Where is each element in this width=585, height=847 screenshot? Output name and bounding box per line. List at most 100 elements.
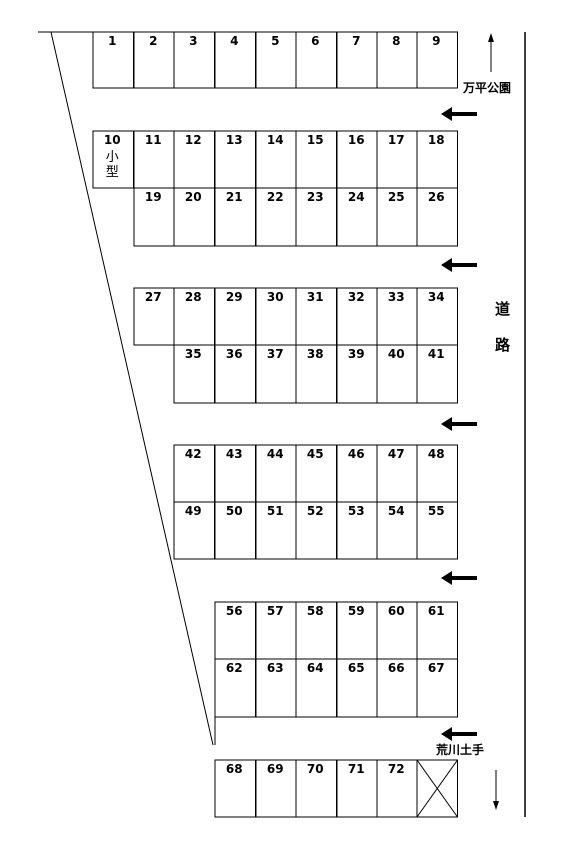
parking-space-22: 22 bbox=[255, 187, 297, 247]
parking-space-11: 11 bbox=[133, 130, 175, 189]
parking-space-box bbox=[173, 187, 215, 247]
parking-space-box bbox=[214, 501, 256, 560]
parking-space-9: 9 bbox=[416, 31, 458, 89]
parking-space-26: 26 bbox=[416, 187, 458, 247]
space-number: 31 bbox=[307, 290, 324, 304]
parking-space-box bbox=[336, 344, 378, 404]
space-number: 27 bbox=[145, 290, 162, 304]
parking-space-55: 55 bbox=[416, 501, 458, 560]
road-label-2: 路 bbox=[495, 336, 511, 354]
parking-space-box bbox=[376, 187, 418, 247]
space-number: 71 bbox=[348, 762, 365, 776]
space-number: 38 bbox=[307, 347, 324, 361]
parking-space-5: 5 bbox=[255, 31, 297, 89]
parking-space-57: 57 bbox=[255, 601, 297, 660]
space-number: 15 bbox=[307, 133, 324, 147]
space-number: 35 bbox=[185, 347, 202, 361]
parking-space-48: 48 bbox=[416, 444, 458, 503]
space-number: 53 bbox=[348, 504, 365, 518]
parking-space-box bbox=[92, 31, 134, 89]
left-arrow-icon bbox=[441, 417, 477, 431]
parking-space-71: 71 bbox=[336, 759, 378, 818]
space-number: 36 bbox=[226, 347, 243, 361]
space-number: 59 bbox=[348, 604, 365, 618]
parking-space-35: 35 bbox=[173, 344, 215, 404]
parking-space-box bbox=[255, 187, 297, 247]
space-number: 51 bbox=[267, 504, 284, 518]
space-number: 34 bbox=[428, 290, 445, 304]
road-label-1: 道 bbox=[495, 300, 510, 318]
up-arrow-icon-head bbox=[488, 33, 494, 42]
parking-space-box bbox=[295, 658, 337, 718]
parking-space-40: 40 bbox=[376, 344, 418, 404]
space-number: 55 bbox=[428, 504, 445, 518]
parking-space-44: 44 bbox=[255, 444, 297, 503]
space-number: 11 bbox=[145, 133, 162, 147]
parking-space-box bbox=[214, 444, 256, 503]
parking-space-65: 65 bbox=[336, 658, 378, 718]
space-number: 13 bbox=[226, 133, 243, 147]
parking-space-8: 8 bbox=[376, 31, 418, 89]
parking-space-14: 14 bbox=[255, 130, 297, 189]
parking-space-70: 70 bbox=[295, 759, 337, 818]
parking-space-56: 56 bbox=[214, 601, 256, 660]
parking-space-box bbox=[336, 31, 378, 89]
space-number: 37 bbox=[267, 347, 284, 361]
space-number: 47 bbox=[388, 447, 405, 461]
parking-space-box bbox=[416, 501, 458, 560]
parking-space-51: 51 bbox=[255, 501, 297, 560]
parking-space-33: 33 bbox=[376, 287, 418, 346]
parking-space-61: 61 bbox=[416, 601, 458, 660]
space-number: 58 bbox=[307, 604, 324, 618]
parking-space-box bbox=[255, 759, 297, 818]
parking-space-16: 16 bbox=[336, 130, 378, 189]
left-arrow-head bbox=[441, 107, 452, 121]
parking-space-66: 66 bbox=[376, 658, 418, 718]
space-number: 28 bbox=[185, 290, 202, 304]
space-number: 8 bbox=[392, 34, 400, 48]
space-number: 16 bbox=[348, 133, 365, 147]
parking-space-box bbox=[336, 601, 378, 660]
left-arrow-icon bbox=[441, 258, 477, 272]
left-arrow-icon bbox=[441, 107, 477, 121]
parking-space-box bbox=[416, 444, 458, 503]
down-arrow-icon-head bbox=[493, 801, 499, 810]
space-number: 19 bbox=[145, 190, 162, 204]
parking-space-7: 7 bbox=[336, 31, 378, 89]
parking-space-20: 20 bbox=[173, 187, 215, 247]
left-arrow-shaft bbox=[450, 576, 477, 580]
space-number: 63 bbox=[267, 661, 284, 675]
parking-space-box bbox=[416, 658, 458, 718]
parking-space-box bbox=[173, 501, 215, 560]
parking-space-63: 63 bbox=[255, 658, 297, 718]
parking-space-17: 17 bbox=[376, 130, 418, 189]
space-number: 20 bbox=[185, 190, 202, 204]
space-number: 43 bbox=[226, 447, 243, 461]
space-number: 56 bbox=[226, 604, 243, 618]
parking-space-2: 2 bbox=[133, 31, 175, 89]
parking-space-box bbox=[133, 287, 175, 346]
parking-space-box bbox=[214, 287, 256, 346]
parking-space-box bbox=[255, 344, 297, 404]
parking-space-12: 12 bbox=[173, 130, 215, 189]
parking-space-box bbox=[416, 601, 458, 660]
space-number: 6 bbox=[311, 34, 319, 48]
space-number: 60 bbox=[388, 604, 405, 618]
space-number: 3 bbox=[189, 34, 197, 48]
parking-space-21: 21 bbox=[214, 187, 256, 247]
parking-space-62: 62 bbox=[214, 658, 256, 718]
space-number: 1 bbox=[108, 34, 116, 48]
north-destination-label: 万平公園 bbox=[462, 81, 511, 95]
parking-space-box bbox=[295, 344, 337, 404]
small-car-note: 小 bbox=[106, 150, 119, 165]
parking-space-64: 64 bbox=[295, 658, 337, 718]
parking-space-box bbox=[376, 759, 418, 818]
space-number: 44 bbox=[267, 447, 284, 461]
left-arrow-shaft bbox=[450, 112, 477, 116]
parking-space-25: 25 bbox=[376, 187, 418, 247]
parking-space-49: 49 bbox=[173, 501, 215, 560]
space-number: 14 bbox=[267, 133, 284, 147]
south-destination-label: 荒川土手 bbox=[435, 742, 484, 757]
space-number: 41 bbox=[428, 347, 445, 361]
